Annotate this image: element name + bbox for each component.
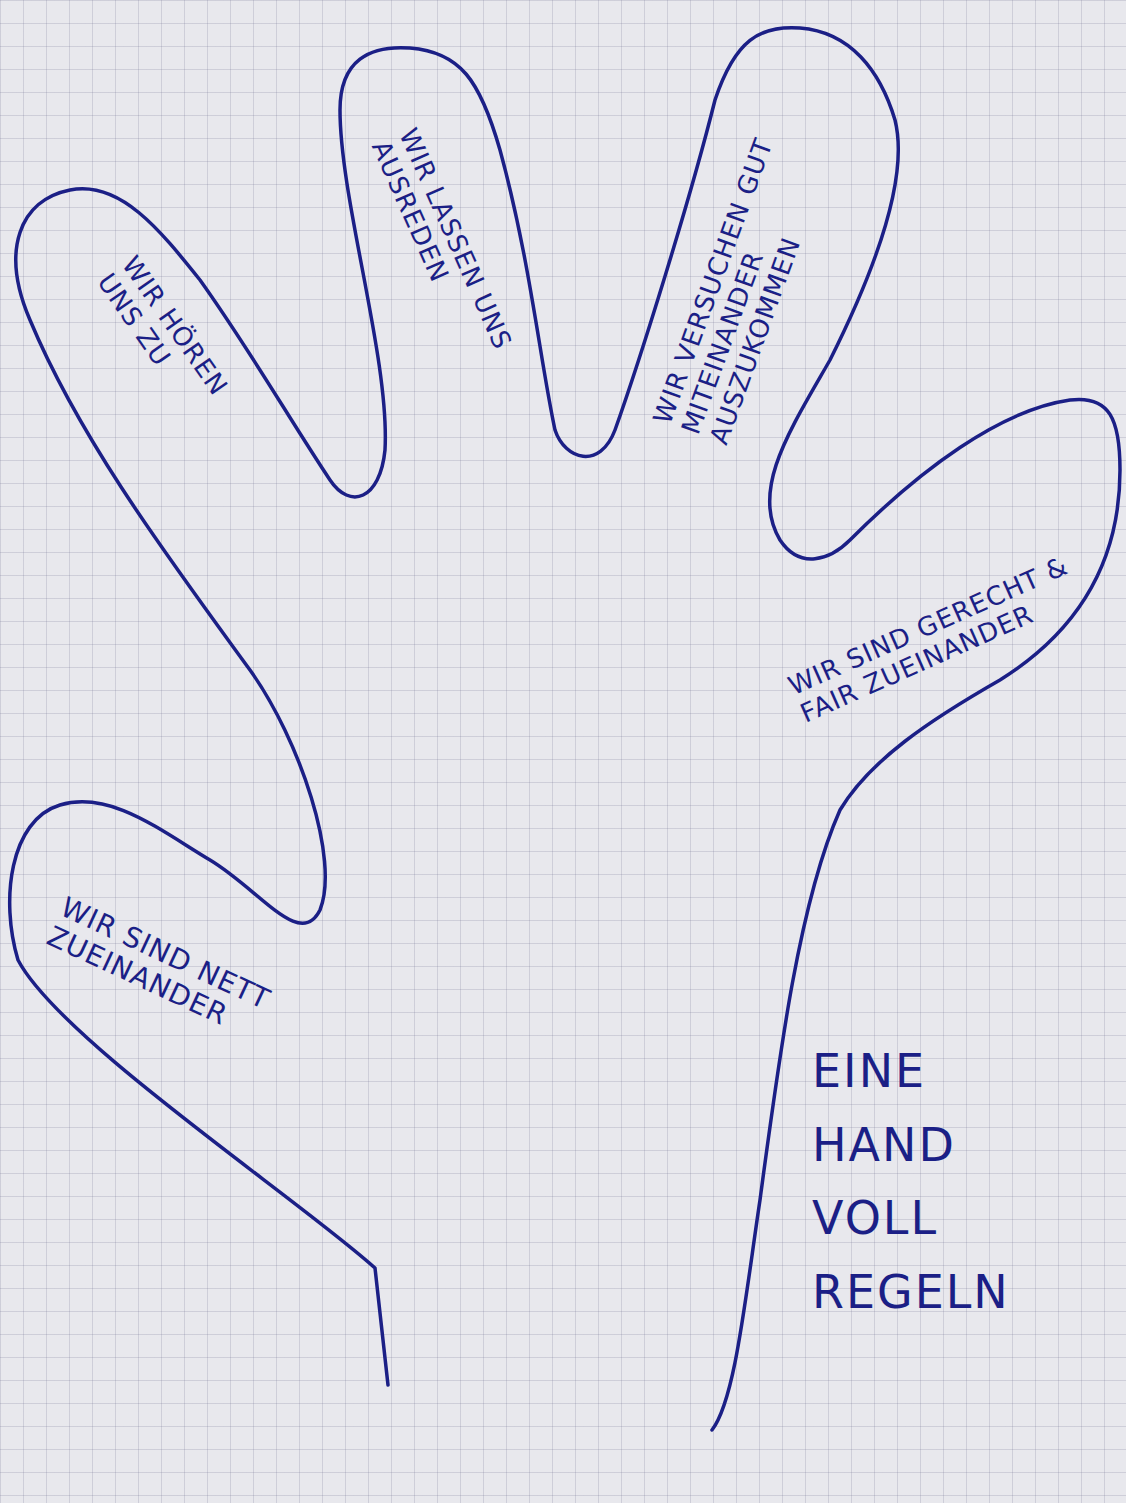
rule-text: WIR LASSEN UNS AUSREDEN [365,124,531,400]
hand-line [10,28,1120,1430]
rule-text: WIR SIND GERECHT & FAIR ZUEINANDER [784,551,1087,730]
rule-text: WIR SIND NETT ZUEINANDER [42,891,368,1089]
rule-text: WIR HÖREN UNS ZU [90,251,239,429]
title-text: EINE HAND VOLL REGELN [812,1035,1057,1329]
